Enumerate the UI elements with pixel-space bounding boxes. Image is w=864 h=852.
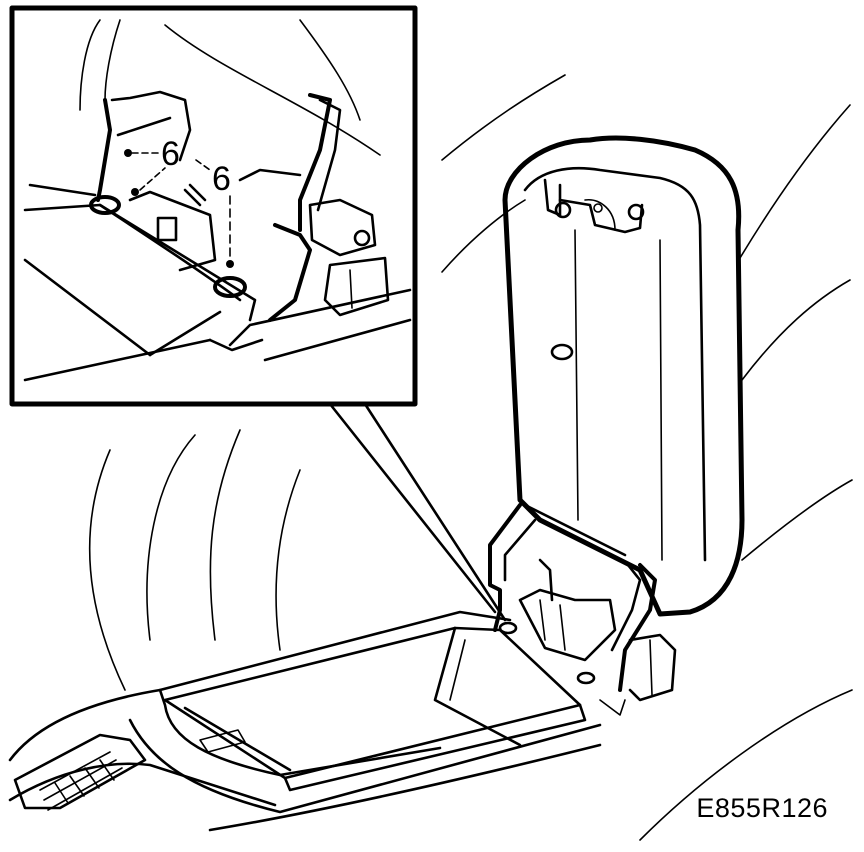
hinge-assembly (488, 503, 677, 716)
armrest-lid (502, 135, 745, 617)
air-vent (13, 733, 147, 811)
callout-number: 6 (161, 135, 180, 173)
center-console (8, 610, 602, 832)
callout-6-left: 6 (124, 135, 180, 196)
callout-6-right: 6 (195, 159, 234, 268)
detail-inset: 6 6 (9, 5, 507, 622)
figure-reference-code: E855R126 (696, 793, 828, 823)
background-contours (88, 74, 853, 841)
storage-bin (163, 626, 587, 792)
callout-number: 6 (212, 160, 231, 198)
